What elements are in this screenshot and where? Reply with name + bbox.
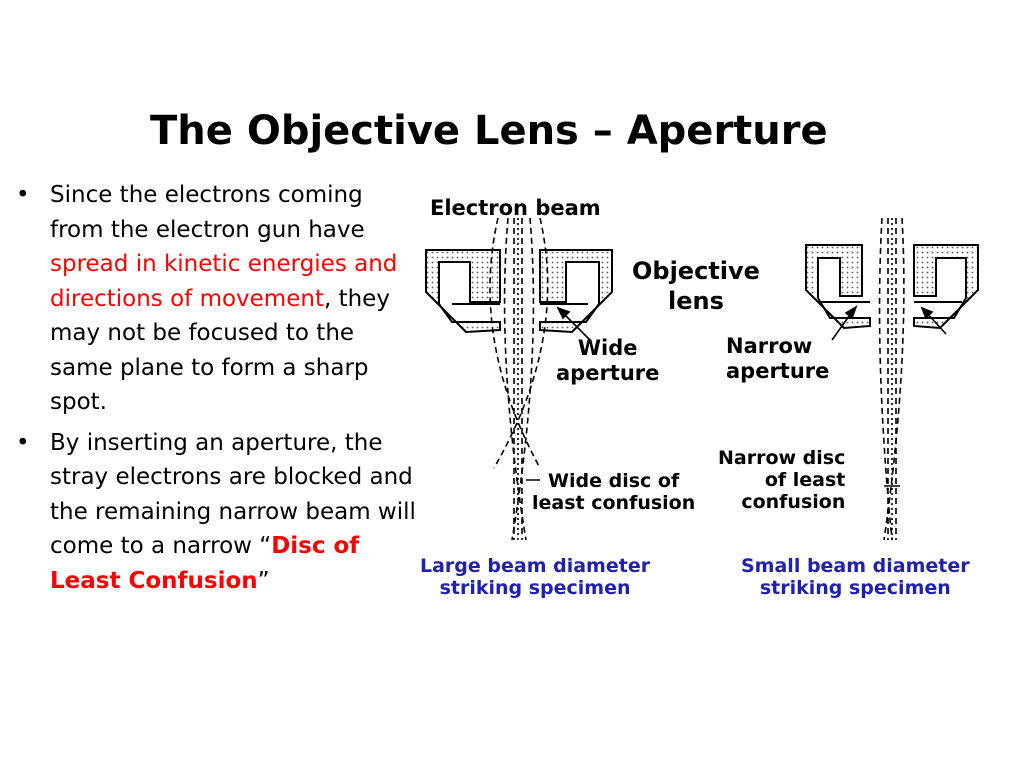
large-beam-caption: Large beam diameter striking specimen: [420, 555, 651, 599]
objective-lens-label: Objective lens: [632, 257, 760, 315]
bullet-dot: •: [16, 429, 30, 456]
narrow-aperture-arrow-left: [831, 305, 858, 341]
wide-disc-label: Wide disc of least confusion: [532, 470, 696, 514]
bullet-2-highlight: Disc of Least Confusion: [50, 533, 360, 594]
bullet-1-text: Since the electrons coming from the elec…: [50, 182, 365, 243]
slide-title: The Objective Lens – Aperture: [150, 108, 828, 154]
bullet-2-text: By inserting an aperture, the stray elec…: [50, 429, 416, 560]
wide-aperture-arrow: [556, 306, 591, 341]
narrow-aperture-arrow-right: [920, 306, 947, 335]
electron-beam-label: Electron beam: [430, 196, 601, 220]
narrow-aperture-label: Narrow aperture: [726, 334, 830, 383]
open-quote: “: [259, 533, 272, 559]
bullet-dot: •: [16, 182, 30, 208]
right-lens-left-polepiece: [805, 244, 871, 330]
left-lens-left-polepiece: [425, 249, 501, 334]
bullet-item-2: • By inserting an aperture, the stray ele…: [16, 426, 416, 599]
small-beam-caption: Small beam diameter striking specimen: [741, 555, 970, 599]
bullet-1-text-end: , they may not be focused to the same pl…: [50, 285, 390, 416]
narrow-beam-rays: [878, 217, 905, 541]
close-quote: ”: [257, 567, 270, 594]
right-lens-right-polepiece: [913, 244, 979, 330]
wide-aperture-label: Wide aperture: [556, 336, 660, 385]
bullet-1-highlight: spread in kinetic energies and direction…: [50, 251, 398, 312]
wide-beam-rays: [489, 217, 549, 541]
bullet-item-1: • Since the electrons coming from the ele…: [16, 178, 416, 420]
left-lens-right-polepiece: [539, 249, 613, 334]
narrow-disc-label: Narrow disc of least confusion: [718, 447, 846, 513]
bullet-list: • Since the electrons coming from the ele…: [16, 178, 416, 604]
